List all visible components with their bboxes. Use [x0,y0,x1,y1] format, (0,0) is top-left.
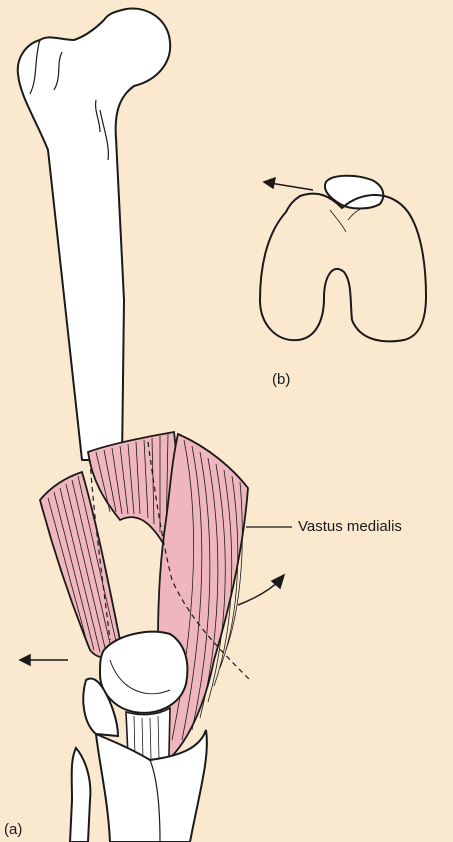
panel-b-label: (b) [272,372,290,387]
vastus-medialis-label: Vastus medialis [298,519,402,534]
fibula [70,748,90,842]
patella-shift-arrow-icon [264,178,313,190]
femoral-condyle-cross-section [260,194,426,342]
lateral-pull-arrow-icon [238,575,284,605]
femur [18,8,170,460]
rectus-femoris [88,432,177,548]
vastus-medialis [158,434,248,760]
panel-a-label: (a) [4,822,22,837]
medial-arrow-icon [20,655,68,665]
patella-cross-section [325,176,383,209]
patella [100,632,187,713]
